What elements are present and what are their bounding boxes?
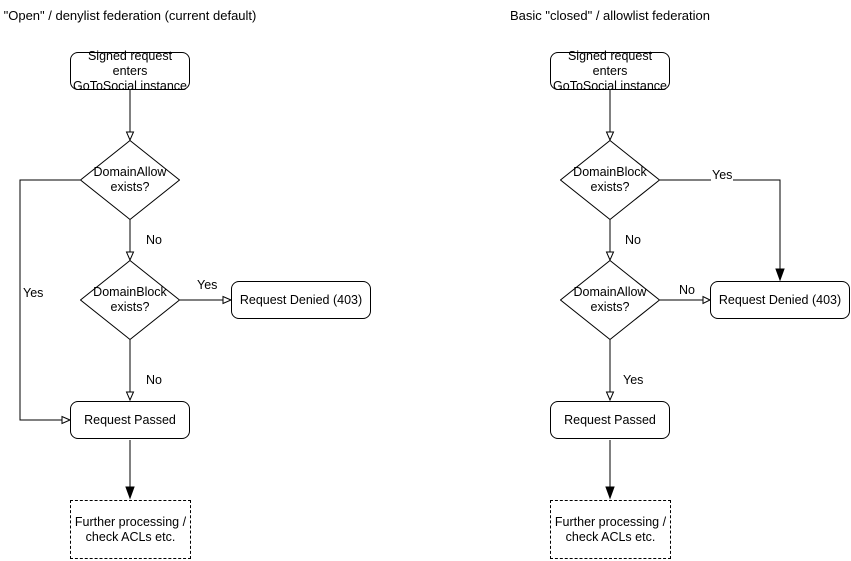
- right-request-denied-node: Request Denied (403): [710, 281, 850, 319]
- right-chart-title: Basic "closed" / allowlist federation: [510, 8, 710, 23]
- right-edge-block-yes: [660, 179, 781, 269]
- diamond-shape: [80, 260, 180, 340]
- left-arrow-open-5: [125, 391, 135, 402]
- left-arrow-solid-1: [125, 486, 135, 500]
- right-decision-domainallow-label: DomainAllow exists?: [573, 285, 647, 314]
- left-chart-title: "Open" / denylist federation (current de…: [3, 8, 257, 23]
- right-arrow-solid-2: [605, 486, 615, 500]
- diamond-shape: [560, 260, 660, 340]
- left-edge-allow-yes-loop: [19, 179, 80, 421]
- right-decision-domainallow: DomainAllow exists?: [560, 260, 660, 340]
- right-request-denied-label: Request Denied (403): [718, 292, 842, 307]
- right-start-label: Signed request enters GoToSocial instanc…: [553, 48, 667, 93]
- right-start-node: Signed request enters GoToSocial instanc…: [550, 49, 670, 93]
- diamond-shape: [80, 140, 180, 220]
- left-request-denied-node: Request Denied (403): [231, 281, 371, 319]
- right-label-no-mid: No: [678, 283, 696, 297]
- right-label-yes-mid: Yes: [622, 373, 645, 387]
- right-label-yes-top: Yes: [711, 168, 734, 182]
- left-arrow-open-3: [61, 415, 72, 425]
- left-further-processing-node: Further processing / check ACLs etc.: [70, 500, 191, 559]
- right-arrow-open-2: [605, 251, 615, 262]
- left-decision-domainallow-label: DomainAllow exists?: [93, 165, 167, 194]
- left-label-no-mid: No: [145, 373, 163, 387]
- diamond-shape: [560, 140, 660, 220]
- left-decision-domainallow: DomainAllow exists?: [80, 140, 180, 220]
- left-arrow-open-4: [222, 295, 233, 305]
- left-label-yes-loop: Yes: [22, 286, 45, 300]
- right-connectors: [605, 90, 785, 500]
- left-arrow-open-2: [125, 251, 135, 262]
- left-further-processing-label: Further processing / check ACLs etc.: [74, 514, 187, 544]
- right-arrow-open-1: [605, 131, 615, 142]
- right-arrow-open-4: [605, 391, 615, 402]
- left-decision-domainblock-label: DomainBlock exists?: [93, 285, 167, 314]
- left-label-no-top: No: [145, 233, 163, 247]
- right-decision-domainblock-label: DomainBlock exists?: [573, 165, 647, 194]
- right-decision-domainblock: DomainBlock exists?: [560, 140, 660, 220]
- left-connectors: [19, 90, 233, 500]
- left-request-denied-label: Request Denied (403): [239, 292, 363, 307]
- right-arrow-open-3: [702, 295, 712, 305]
- right-request-passed-node: Request Passed: [550, 401, 670, 439]
- left-arrow-open-1: [125, 131, 135, 142]
- left-request-passed-node: Request Passed: [70, 401, 190, 439]
- right-label-no-top: No: [624, 233, 642, 247]
- right-request-passed-label: Request Passed: [564, 412, 656, 427]
- right-further-processing-node: Further processing / check ACLs etc.: [550, 500, 671, 559]
- left-start-node: Signed request enters GoToSocial instanc…: [70, 49, 190, 93]
- right-further-processing-label: Further processing / check ACLs etc.: [554, 514, 667, 544]
- left-request-passed-label: Request Passed: [84, 412, 176, 427]
- right-arrow-solid-1: [775, 268, 785, 282]
- left-start-label: Signed request enters GoToSocial instanc…: [73, 48, 187, 93]
- left-decision-domainblock: DomainBlock exists?: [80, 260, 180, 340]
- left-label-yes-mid: Yes: [196, 278, 219, 292]
